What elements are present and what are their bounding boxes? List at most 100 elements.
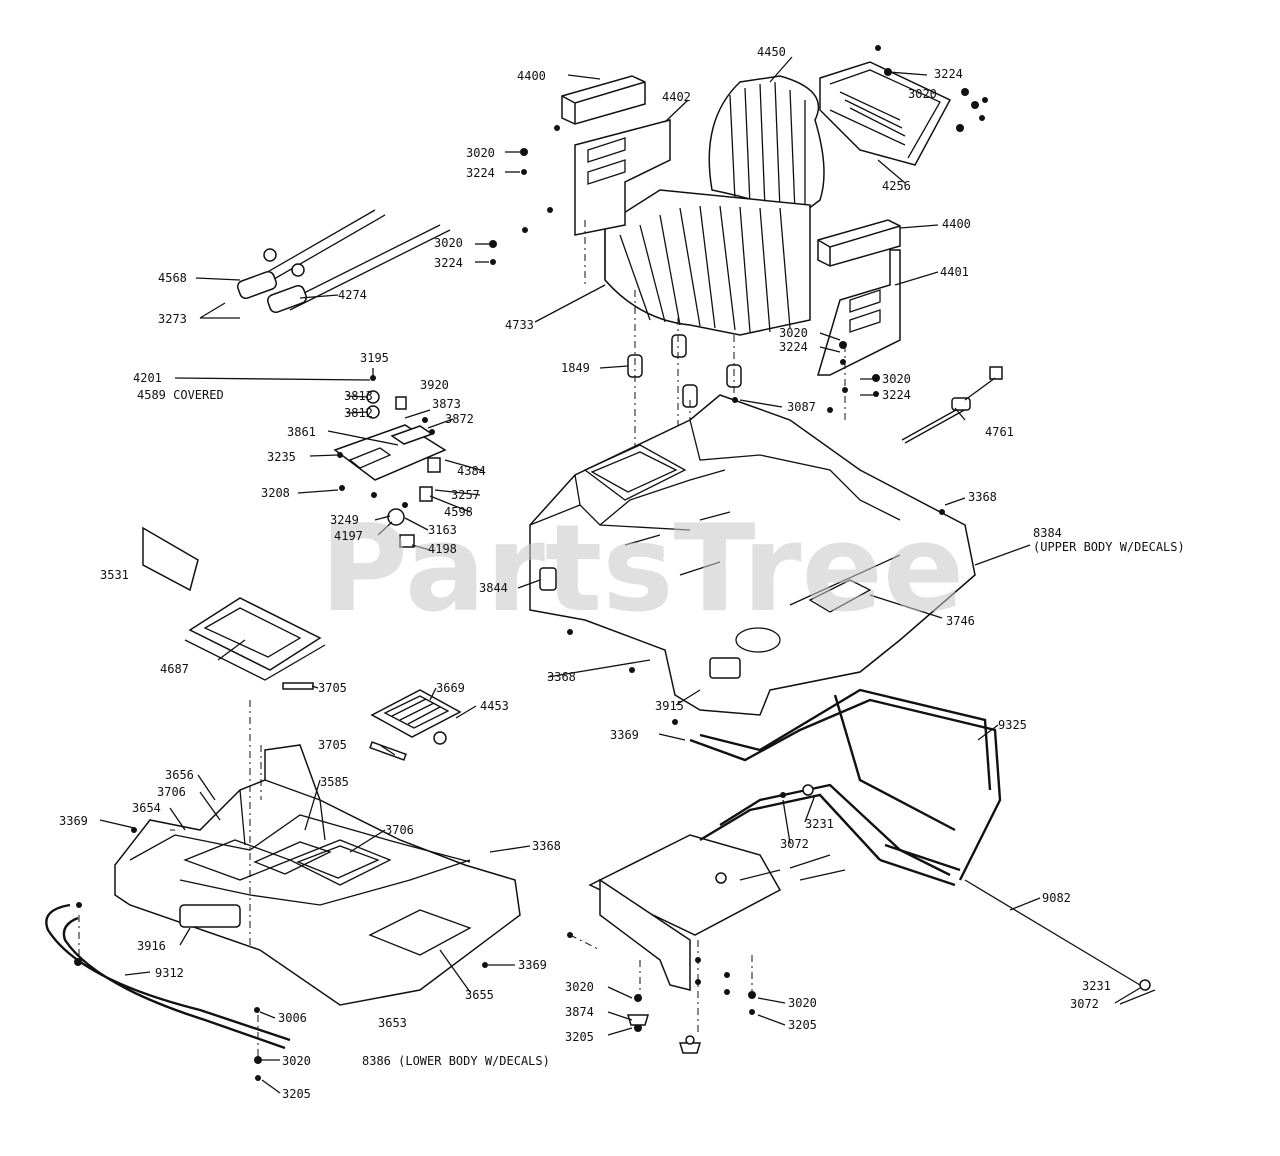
label-3654: 3654 xyxy=(132,801,161,815)
label-upper-body-desc: (UPPER BODY W/DECALS) xyxy=(1033,540,1185,554)
control-hardware xyxy=(337,375,435,508)
label-3020-bracket: 3020 xyxy=(882,372,911,386)
label-3920: 3920 xyxy=(420,378,449,392)
label-4568: 4568 xyxy=(158,271,187,285)
label-3020-mount: 3020 xyxy=(565,980,594,994)
console-frame xyxy=(184,597,326,681)
label-3208: 3208 xyxy=(261,486,290,500)
isolator-mounts xyxy=(626,1014,702,1054)
label-3369-lower: 3369 xyxy=(518,958,547,972)
label-3872: 3872 xyxy=(445,412,474,426)
label-3020-mid: 3020 xyxy=(434,236,463,250)
label-4761: 4761 xyxy=(985,425,1014,439)
part-labels: 4400 4450 3224 3020 4402 3020 3224 4256 … xyxy=(59,45,1185,1101)
label-3861: 3861 xyxy=(287,425,316,439)
label-4197: 4197 xyxy=(334,529,363,543)
strip-3705 xyxy=(282,682,314,690)
upper-body xyxy=(529,394,976,716)
control-cables xyxy=(237,209,451,314)
label-3072-rod: 3072 xyxy=(1070,997,1099,1011)
seat-bottom-cushion xyxy=(604,189,811,336)
label-3020-top: 3020 xyxy=(908,87,937,101)
label-3224-seat-right: 3224 xyxy=(779,340,808,354)
label-3706-right: 3706 xyxy=(385,823,414,837)
label-8384: 8384 xyxy=(1033,526,1062,540)
label-9082: 9082 xyxy=(1042,891,1071,905)
label-3531: 3531 xyxy=(100,568,129,582)
label-3655: 3655 xyxy=(465,988,494,1002)
label-3705-upper: 3705 xyxy=(318,681,347,695)
label-3224-left: 3224 xyxy=(466,166,495,180)
label-3205-bumper: 3205 xyxy=(282,1087,311,1101)
label-3273: 3273 xyxy=(158,312,187,326)
label-3585: 3585 xyxy=(320,775,349,789)
watermark-text: PartsTree xyxy=(320,500,964,639)
label-4401: 4401 xyxy=(940,265,969,279)
label-4384: 4384 xyxy=(457,464,486,478)
armrest-pad-left xyxy=(561,75,646,125)
armrest-bracket-right xyxy=(816,249,901,376)
label-3844: 3844 xyxy=(479,581,508,595)
label-3205-mount: 3205 xyxy=(565,1030,594,1044)
label-4589-covered: 4589 COVERED xyxy=(137,388,224,402)
label-3653: 3653 xyxy=(378,1016,407,1030)
armrest-pad-right xyxy=(817,219,901,267)
label-3369-left: 3369 xyxy=(59,814,88,828)
label-3368-mid: 3368 xyxy=(547,670,576,684)
label-3257: 3257 xyxy=(451,488,480,502)
label-3195: 3195 xyxy=(360,351,389,365)
control-plate xyxy=(333,390,447,548)
label-3705-lower: 3705 xyxy=(318,738,347,752)
pedal-clip xyxy=(901,366,1003,444)
label-4450: 4450 xyxy=(757,45,786,59)
label-4400-top: 4400 xyxy=(517,69,546,83)
label-4201: 4201 xyxy=(133,371,162,385)
label-4733: 4733 xyxy=(505,318,534,332)
label-1849: 1849 xyxy=(561,361,590,375)
label-9325: 9325 xyxy=(998,718,1027,732)
label-3813: 3813 xyxy=(344,389,373,403)
label-3072-frame: 3072 xyxy=(780,837,809,851)
label-3669: 3669 xyxy=(436,681,465,695)
control-rod xyxy=(964,879,1141,986)
label-3368-upper: 3368 xyxy=(968,490,997,504)
armrest-bracket-left xyxy=(574,119,671,236)
label-3020-bumper: 3020 xyxy=(282,1054,311,1068)
label-3656: 3656 xyxy=(165,768,194,782)
label-3087: 3087 xyxy=(787,400,816,414)
label-4256: 4256 xyxy=(882,179,911,193)
label-lower-body-desc: 8386 (LOWER BODY W/DECALS) xyxy=(362,1054,550,1068)
label-4198: 4198 xyxy=(428,542,457,556)
label-3224-bracket: 3224 xyxy=(882,388,911,402)
label-3205-mount-right: 3205 xyxy=(788,1018,817,1032)
label-3020-mount-right: 3020 xyxy=(788,996,817,1010)
label-3916: 3916 xyxy=(137,939,166,953)
leader-lines xyxy=(99,56,1156,1094)
label-3020-seat-right: 3020 xyxy=(779,326,808,340)
label-3915: 3915 xyxy=(655,699,684,713)
storage-box xyxy=(819,61,952,166)
label-4274: 4274 xyxy=(338,288,367,302)
label-3163: 3163 xyxy=(428,523,457,537)
label-3249: 3249 xyxy=(330,513,359,527)
foot-plate xyxy=(370,689,462,745)
label-3235: 3235 xyxy=(267,450,296,464)
label-3020-left: 3020 xyxy=(466,146,495,160)
label-3231-rod: 3231 xyxy=(1082,979,1111,993)
lower-body xyxy=(114,744,521,1006)
chassis-frame xyxy=(588,688,1002,991)
label-3873: 3873 xyxy=(432,397,461,411)
label-3368-lower: 3368 xyxy=(532,839,561,853)
seat-back-cushion xyxy=(708,75,825,216)
label-3369-frame: 3369 xyxy=(610,728,639,742)
label-3746: 3746 xyxy=(946,614,975,628)
label-3706-left: 3706 xyxy=(157,785,186,799)
label-3874: 3874 xyxy=(565,1005,594,1019)
label-4453: 4453 xyxy=(480,699,509,713)
label-3224-mid: 3224 xyxy=(434,256,463,270)
label-3224-top: 3224 xyxy=(934,67,963,81)
label-4598: 4598 xyxy=(444,505,473,519)
front-bumper xyxy=(45,903,291,1050)
